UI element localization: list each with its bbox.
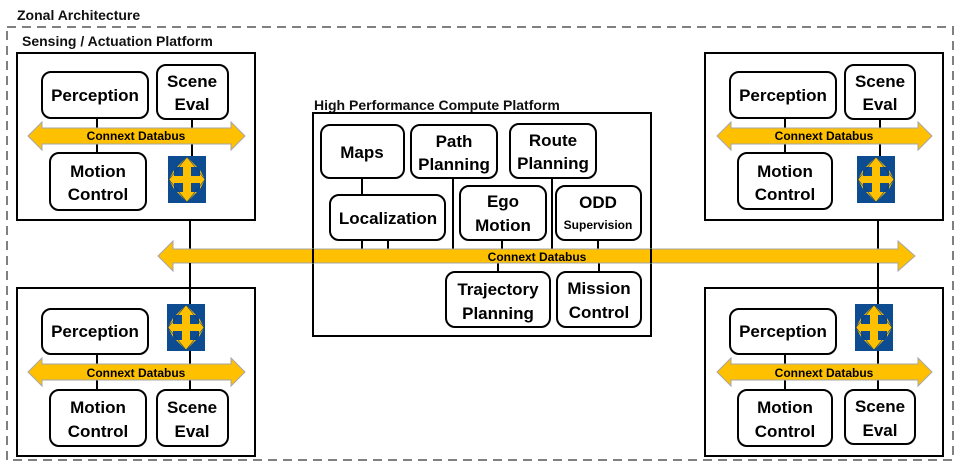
mission-control-label-1: Mission [567,279,630,298]
scene-eval-label-1: Scene [167,72,217,91]
scene-eval-node [844,64,916,120]
path-planning-label-2: Planning [418,155,490,174]
ego-motion-node [459,185,547,241]
perception-node [41,308,149,355]
trajectory-planning-label-2: Planning [462,304,534,323]
path-planning-node [410,124,498,179]
ego-motion-label-1: Ego [487,192,519,211]
scene-eval-label-1: Scene [167,398,217,417]
localization-node [329,194,446,241]
perception-node [729,71,837,119]
scene-eval-label-2: Eval [863,95,898,114]
motion-control-label-1: Motion [70,398,126,417]
route-planning-node [509,123,597,179]
motion-control-label-1: Motion [70,162,126,181]
motion-control-label-1: Motion [757,162,813,181]
local-databus-label: Connext Databus [87,129,186,143]
motion-control-label-2: Control [755,422,815,441]
scene-eval-node [156,64,229,120]
motion-control-node [737,389,833,447]
motion-control-label-2: Control [68,422,128,441]
perception-label: Perception [51,322,139,341]
odd-label-1: ODD [579,193,617,212]
zone-bottom-left: Connext Databus Perception Motion Contro… [16,263,256,457]
scene-eval-node [844,389,916,445]
zone-top-right: Connext Databus Perception Scene Eval Mo… [704,52,944,221]
router-move-icon [855,304,893,351]
maps-label: Maps [340,143,383,162]
route-planning-label-2: Planning [517,154,589,173]
router-move-icon [168,156,206,203]
scene-eval-label-2: Eval [175,422,210,441]
router-move-icon [857,156,895,203]
motion-control-label-1: Motion [757,398,813,417]
local-databus-label: Connext Databus [775,129,874,143]
perception-node [729,308,837,355]
localization-label: Localization [339,209,437,228]
route-planning-label-1: Route [529,131,577,150]
hpc-label: High Performance Compute Platform [314,97,560,113]
local-databus-label: Connext Databus [87,366,186,380]
odd-label-2: Supervision [564,218,633,232]
odd-supervision-node [555,185,642,241]
router-move-icon [167,304,205,351]
ego-motion-label-2: Motion [475,216,531,235]
sensing-platform-label: Sensing / Actuation Platform [22,33,213,49]
zone-bottom-right: Connext Databus Perception Motion Contro… [704,263,944,457]
local-databus [27,356,246,388]
local-databus-label: Connext Databus [775,366,874,380]
scene-eval-label-2: Eval [863,421,898,440]
motion-control-node [737,152,833,210]
mission-control-node [556,271,642,328]
motion-control-label-2: Control [68,185,128,204]
local-databus [716,356,933,388]
motion-control-node [49,389,147,447]
trajectory-planning-node [445,271,551,328]
path-planning-label-1: Path [436,132,473,151]
scene-eval-label-1: Scene [855,397,905,416]
motion-control-node [49,152,147,211]
mission-control-label-2: Control [569,303,629,322]
scene-eval-label-1: Scene [855,72,905,91]
perception-label: Perception [51,86,139,105]
zonal-boundary [6,26,954,461]
scene-eval-label-2: Eval [175,95,210,114]
scene-eval-node [156,389,229,447]
perception-label: Perception [739,86,827,105]
main-databus-label: Connext Databus [488,250,587,264]
main-databus [157,239,916,273]
perception-label: Perception [739,322,827,341]
maps-node [320,124,405,179]
hpc-platform: High Performance Compute Platform Maps P… [312,97,652,337]
diagram-title: Zonal Architecture [17,7,140,23]
perception-node [41,71,149,119]
trajectory-planning-label-1: Trajectory [457,280,539,299]
zone-top-left: Sensing / Actuation Platform Connext Dat… [16,33,256,221]
motion-control-label-2: Control [755,185,815,204]
local-databus [27,120,246,152]
local-databus [716,120,933,152]
